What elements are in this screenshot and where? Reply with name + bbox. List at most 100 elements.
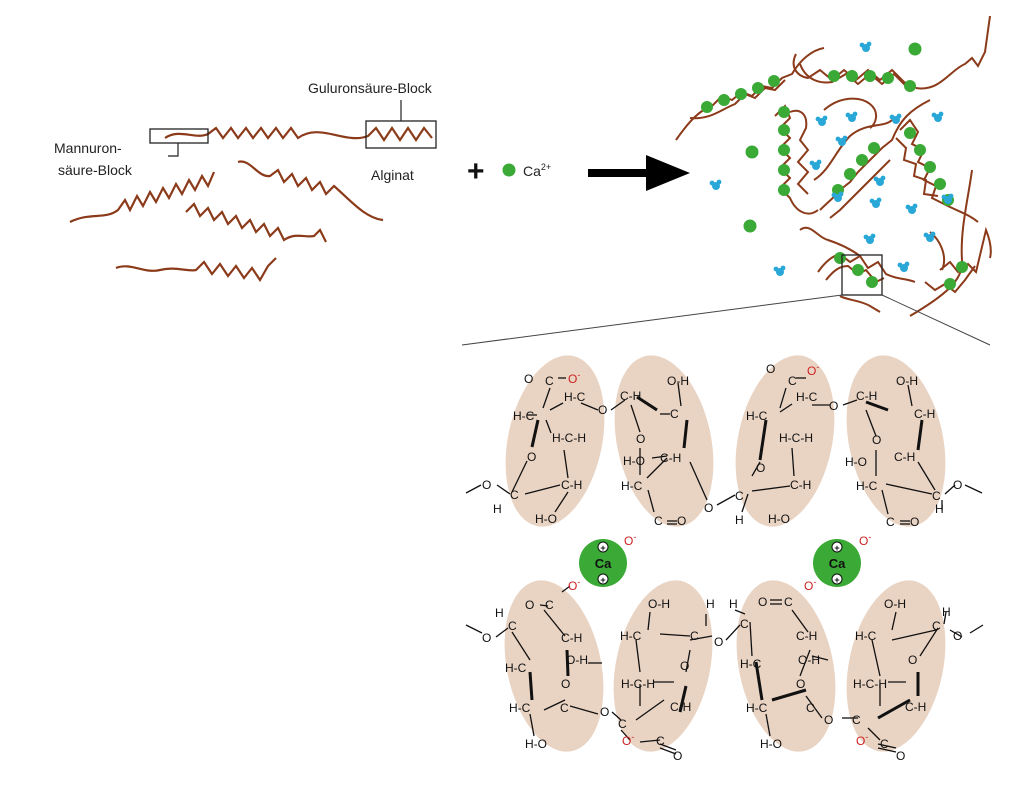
svg-text:H-C: H-C xyxy=(620,629,642,643)
svg-text:H-O: H-O xyxy=(525,737,547,751)
svg-text:O: O xyxy=(525,598,534,612)
svg-text:C: C xyxy=(880,737,889,751)
svg-text:C-H: C-H xyxy=(894,450,915,464)
alginate-chain-4 xyxy=(185,202,327,243)
mannuronic-block-label-line1: Mannuron- xyxy=(54,140,122,156)
svg-text:O: O xyxy=(829,399,838,413)
calcium-symbol: Ca xyxy=(523,163,541,179)
bonds-top xyxy=(465,377,983,525)
svg-text:H-C: H-C xyxy=(856,479,878,493)
svg-text:O-H: O-H xyxy=(566,653,588,667)
calcium-cation-right: + Ca + xyxy=(813,539,861,587)
svg-text:H-C: H-C xyxy=(740,657,762,671)
svg-text:C: C xyxy=(654,514,663,528)
svg-text:H-C-H: H-C-H xyxy=(621,677,655,691)
svg-text:+: + xyxy=(600,575,605,585)
egg-box-structure: O C H O H-C H-C-H C-H H-O H-C O C-H O-H … xyxy=(465,355,984,763)
svg-text:H: H xyxy=(729,597,738,611)
svg-text:O: O xyxy=(600,705,609,719)
svg-text:O: O xyxy=(527,450,536,464)
carboxylate-anions: O- O- O- O- O- O- O- O- xyxy=(568,362,871,748)
svg-text:H-C: H-C xyxy=(564,390,586,404)
free-alginate-chains xyxy=(69,100,437,283)
svg-text:O: O xyxy=(714,635,723,649)
svg-text:O: O xyxy=(796,677,805,691)
svg-text:H-C: H-C xyxy=(796,390,818,404)
svg-text:H-C: H-C xyxy=(746,701,768,715)
svg-text:C: C xyxy=(932,619,941,633)
svg-text:C-H: C-H xyxy=(790,478,811,492)
calcium-charge: 2+ xyxy=(541,162,551,172)
svg-text:O: O xyxy=(598,403,607,417)
svg-text:O: O xyxy=(482,631,491,645)
gel-network xyxy=(675,15,992,317)
alginate-chain-3 xyxy=(237,160,384,222)
svg-text:C-H: C-H xyxy=(670,700,691,714)
svg-text:O-H: O-H xyxy=(896,374,918,388)
gel-water-molecules xyxy=(709,41,954,276)
anion-top-1: O- xyxy=(568,370,580,386)
svg-text:H-O: H-O xyxy=(760,737,782,751)
anion-bottom-4: O- xyxy=(856,732,868,748)
guluronic-block-label: Guluronsäure-Block xyxy=(308,80,433,96)
svg-text:O: O xyxy=(824,713,833,727)
svg-text:C-H: C-H xyxy=(796,629,817,643)
svg-text:H-C: H-C xyxy=(746,409,768,423)
atoms-bottom: O C H O C C-H H-C O-H O H-C C H-O O C C … xyxy=(482,595,962,763)
svg-text:H-C: H-C xyxy=(509,701,531,715)
gel-calcium-ions xyxy=(701,42,968,290)
svg-text:C: C xyxy=(735,489,744,503)
mannuronic-block-label-line2: säure-Block xyxy=(58,162,133,178)
svg-text:O-H: O-H xyxy=(798,653,820,667)
svg-text:C: C xyxy=(886,515,895,529)
plus-sign: + xyxy=(467,155,485,188)
svg-text:C-H: C-H xyxy=(660,451,681,465)
atoms-top: O C H O H-C H-C-H C-H H-O H-C O C-H O-H … xyxy=(482,362,962,529)
svg-text:C-H: C-H xyxy=(914,407,935,421)
zoom-guide-right xyxy=(881,294,991,346)
svg-text:C: C xyxy=(545,374,554,388)
svg-text:O: O xyxy=(561,677,570,691)
svg-text:C: C xyxy=(670,407,679,421)
svg-text:O: O xyxy=(953,629,962,643)
svg-text:C-H: C-H xyxy=(561,478,582,492)
svg-text:C: C xyxy=(932,489,941,503)
svg-text:H-C-H: H-C-H xyxy=(552,431,586,445)
svg-text:H: H xyxy=(935,502,944,516)
svg-text:C: C xyxy=(656,734,665,748)
o-link-1-top: O xyxy=(482,478,491,492)
svg-text:H: H xyxy=(735,513,744,527)
svg-text:H-C: H-C xyxy=(621,479,643,493)
svg-text:O-H: O-H xyxy=(884,597,906,611)
svg-text:H-O: H-O xyxy=(845,455,867,469)
svg-text:O: O xyxy=(910,515,919,529)
anion-bottom-1: O- xyxy=(568,577,580,593)
svg-text:O-H: O-H xyxy=(667,374,689,388)
mannuronic-leader-line xyxy=(168,143,179,157)
anion-top-3: O- xyxy=(807,362,819,378)
sugar-ring-backgrounds xyxy=(504,355,946,752)
guluronic-block-box xyxy=(365,120,437,149)
svg-text:Ca: Ca xyxy=(829,556,846,571)
anion-bottom-3: O- xyxy=(804,577,816,593)
sugar-ring-bottom-4 xyxy=(846,580,946,752)
anion-top-2: O- xyxy=(624,532,636,548)
sugar-ring-bottom-3 xyxy=(736,580,836,752)
svg-text:H: H xyxy=(706,597,715,611)
svg-text:O: O xyxy=(673,749,682,763)
svg-text:Ca: Ca xyxy=(595,556,612,571)
svg-text:H-O: H-O xyxy=(623,454,645,468)
svg-text:H: H xyxy=(942,605,951,619)
svg-text:O-H: O-H xyxy=(648,597,670,611)
svg-text:O: O xyxy=(636,432,645,446)
svg-text:+: + xyxy=(600,543,605,553)
svg-text:O: O xyxy=(758,595,767,609)
svg-text:C-H: C-H xyxy=(561,631,582,645)
svg-text:O: O xyxy=(953,478,962,492)
mannuronic-block-box xyxy=(149,128,209,144)
svg-text:H-O: H-O xyxy=(535,512,557,526)
svg-text:H-C: H-C xyxy=(855,629,877,643)
sugar-ring-top-3 xyxy=(735,355,835,527)
calcium-ion-legend-dot xyxy=(502,163,516,177)
